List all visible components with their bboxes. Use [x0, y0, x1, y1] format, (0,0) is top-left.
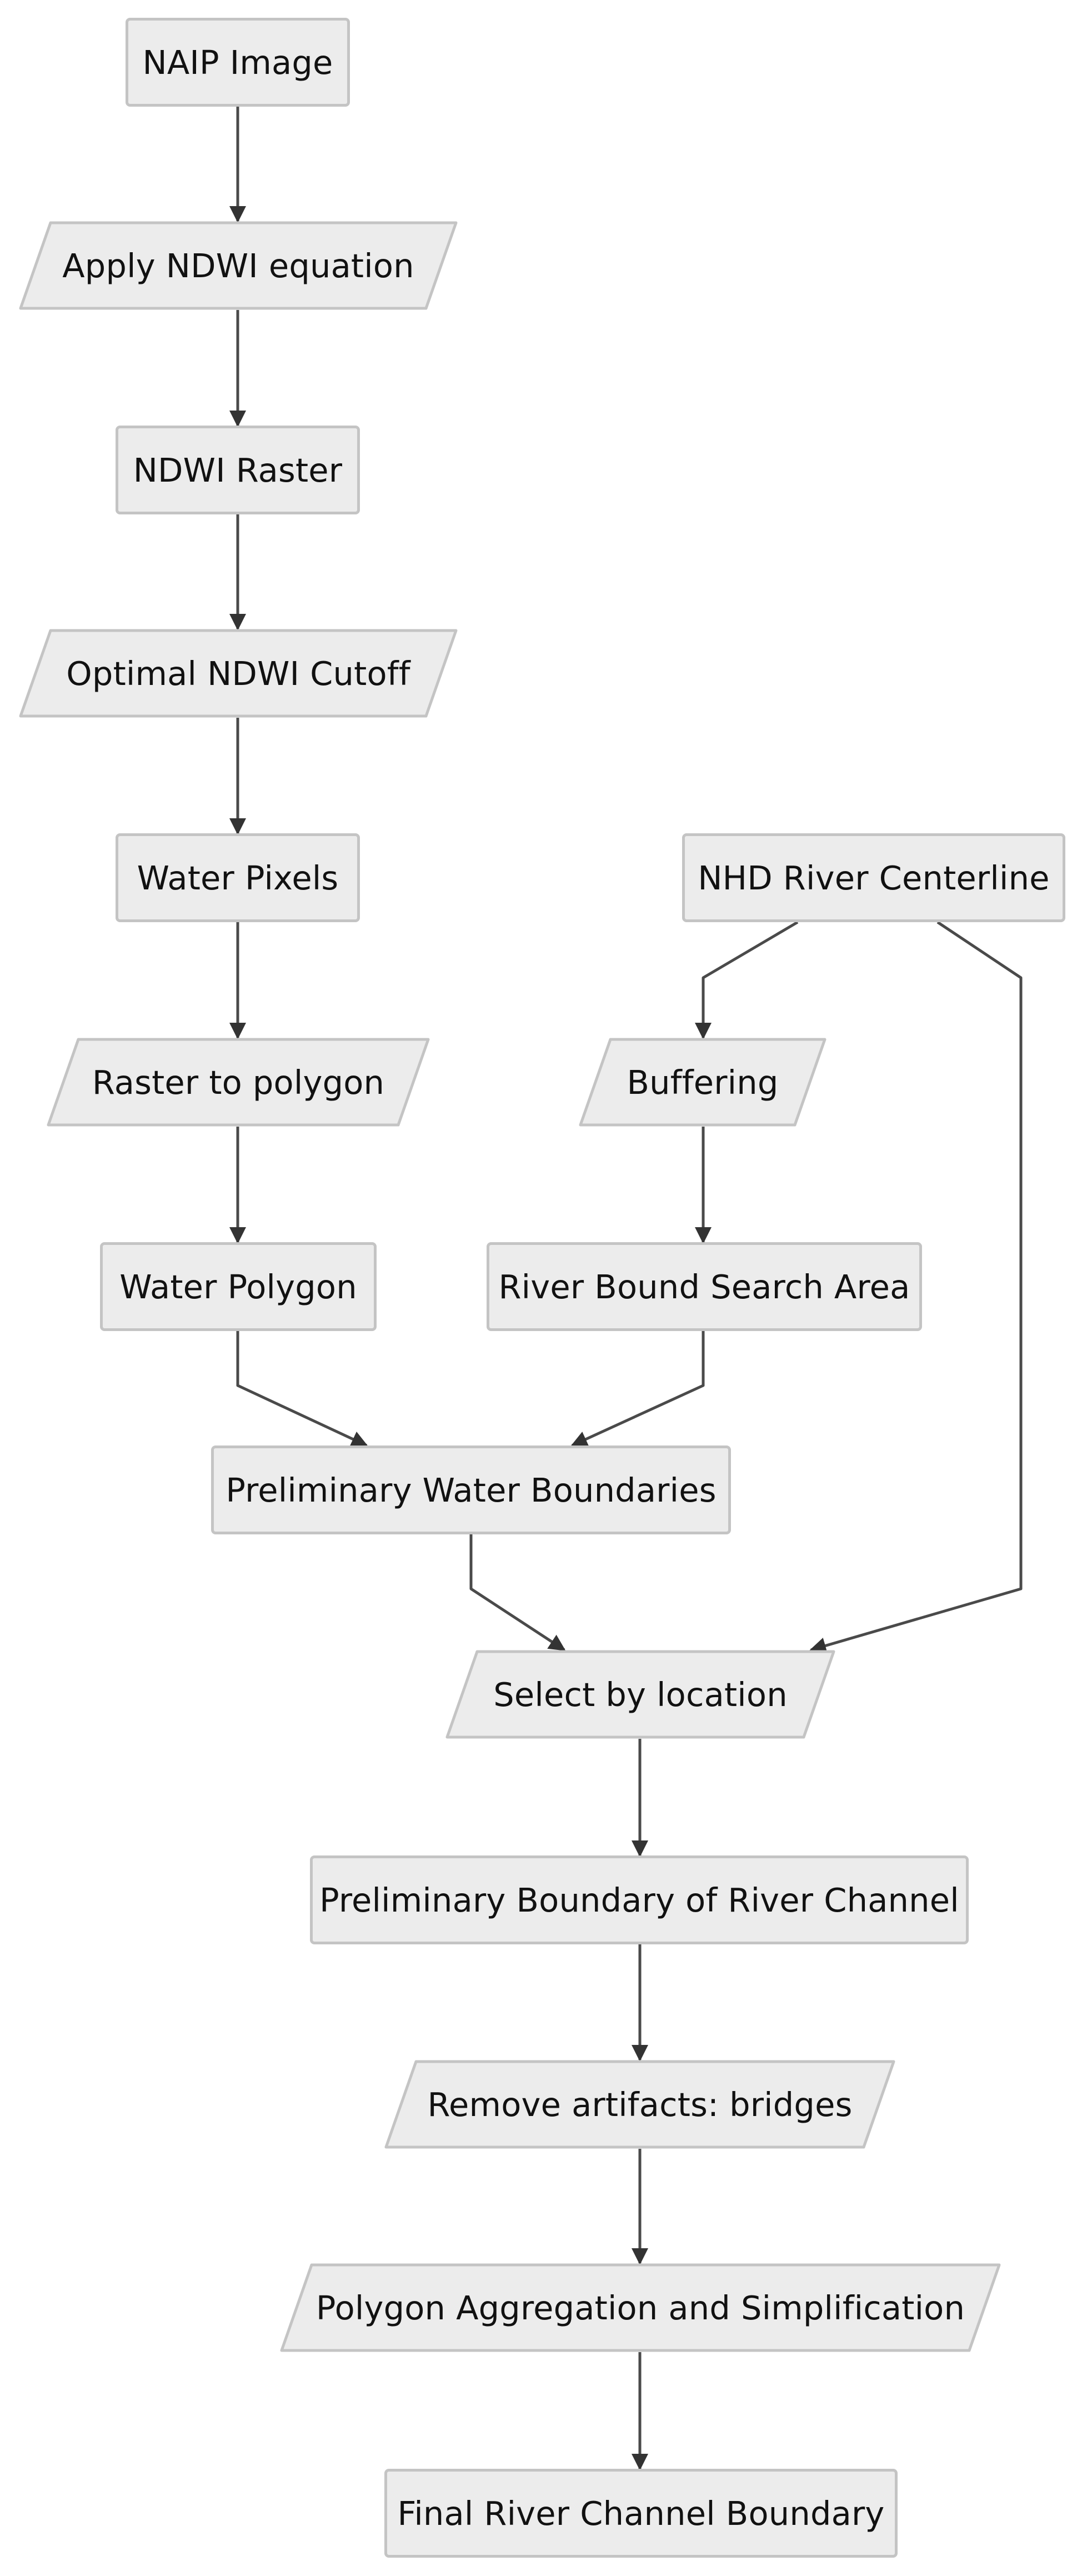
rectangle-shape: [116, 833, 360, 922]
node-label: Water Polygon: [119, 1267, 357, 1306]
edge-prelim-water-to-select-loc: [469, 1534, 566, 1652]
rectangle-shape: [384, 2469, 898, 2558]
node-label: Final River Channel Boundary: [397, 2494, 885, 2533]
node-label: River Bound Search Area: [498, 1267, 910, 1306]
edge-nhd-to-buffering: [695, 921, 799, 1039]
node-buffering: Buffering: [579, 1038, 826, 1127]
rectangle-shape: [126, 18, 350, 107]
node-ndwi-cutoff: Optimal NDWI Cutoff: [19, 629, 458, 718]
rectangle-shape: [487, 1242, 922, 1331]
node-aggregation: Polygon Aggregation and Simplification: [280, 2263, 1001, 2352]
node-ndwi-raster: NDWI Raster: [116, 426, 360, 514]
rectangle-shape: [116, 426, 360, 514]
node-label: Remove artifacts: bridges: [427, 2085, 853, 2124]
node-label: Optimal NDWI Cutoff: [66, 654, 410, 693]
parallelogram-shape: [384, 2060, 895, 2149]
rectangle-shape: [211, 1445, 731, 1534]
node-label: Preliminary Water Boundaries: [226, 1470, 717, 1509]
parallelogram-shape: [19, 629, 458, 718]
node-ndwi-eq: Apply NDWI equation: [19, 221, 458, 310]
parallelogram-shape: [445, 1650, 835, 1739]
node-naip: NAIP Image: [126, 18, 350, 107]
parallelogram-shape: [47, 1038, 430, 1127]
parallelogram-shape: [579, 1038, 826, 1127]
rectangle-shape: [100, 1242, 377, 1331]
node-prelim-channel: Preliminary Boundary of River Channel: [310, 1855, 969, 1944]
node-label: Select by location: [493, 1675, 788, 1714]
edge-search-area-to-prelim-water: [570, 1331, 705, 1447]
node-label: Raster to polygon: [92, 1063, 385, 1102]
node-raster-poly: Raster to polygon: [47, 1038, 430, 1127]
edge-nhd-to-select-loc: [809, 921, 1023, 1654]
node-water-pixels: Water Pixels: [116, 833, 360, 922]
rectangle-shape: [682, 833, 1065, 922]
node-label: Preliminary Boundary of River Channel: [319, 1880, 959, 1919]
parallelogram-shape: [19, 221, 458, 310]
node-label: Polygon Aggregation and Simplification: [315, 2288, 965, 2327]
node-label: NDWI Raster: [133, 451, 343, 489]
node-label: NHD River Centerline: [698, 858, 1050, 897]
node-label: Apply NDWI equation: [62, 246, 414, 285]
rectangle-shape: [310, 1855, 969, 1944]
parallelogram-shape: [280, 2263, 1001, 2352]
node-label: NAIP Image: [142, 43, 333, 82]
node-final: Final River Channel Boundary: [384, 2469, 898, 2558]
node-water-polygon: Water Polygon: [100, 1242, 377, 1331]
node-nhd: NHD River Centerline: [682, 833, 1065, 922]
node-remove-artifacts: Remove artifacts: bridges: [384, 2060, 895, 2149]
node-select-loc: Select by location: [445, 1650, 835, 1739]
edge-water-polygon-to-prelim-water: [236, 1331, 368, 1447]
node-label: Buffering: [627, 1063, 779, 1102]
node-prelim-water: Preliminary Water Boundaries: [211, 1445, 731, 1534]
node-label: Water Pixels: [137, 858, 339, 897]
node-search-area: River Bound Search Area: [487, 1242, 922, 1331]
